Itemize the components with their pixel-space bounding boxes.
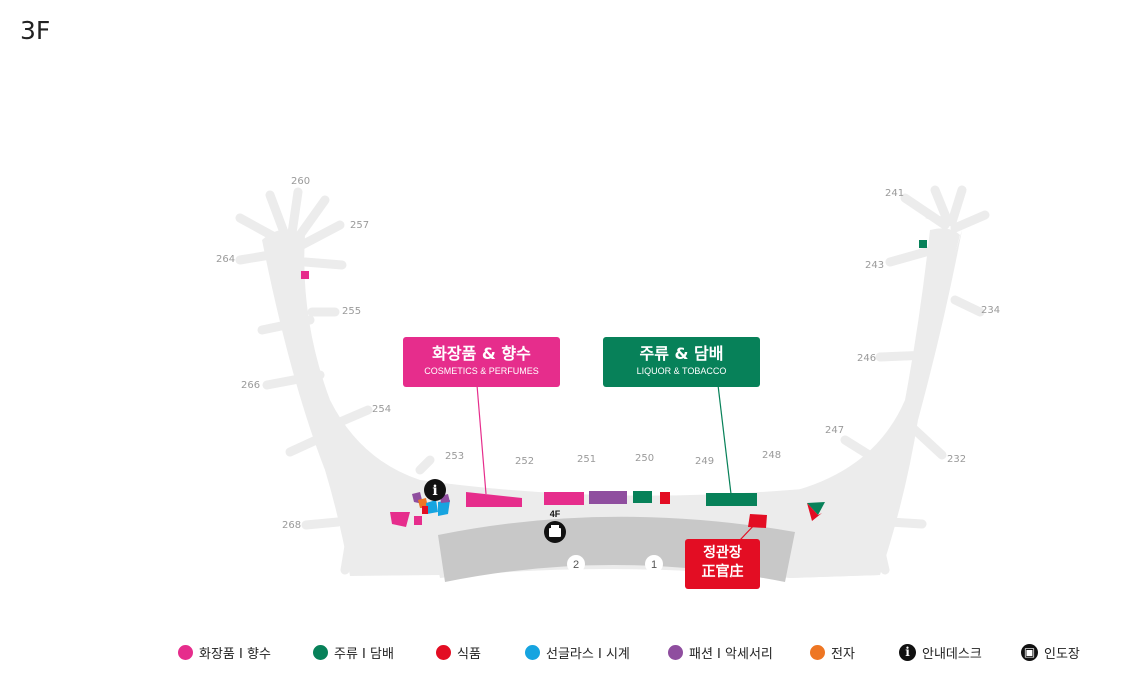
gate-marker-label: 1 — [651, 559, 657, 571]
legend-label: 패션 I 악세서리 — [689, 646, 773, 662]
gate-label: 257 — [350, 220, 369, 231]
shop-fashion-251[interactable] — [589, 491, 627, 504]
shop-cosmetics-268b[interactable] — [414, 516, 422, 525]
gate-label: 268 — [282, 520, 301, 531]
liquor-dot-icon — [313, 644, 328, 660]
callout-cosmetics-title: 화장품 & 향수 — [432, 344, 531, 363]
pickup-icon: ▣ — [1021, 643, 1038, 661]
shop-cosmetics-pier-left[interactable] — [301, 271, 309, 279]
liquor-leader-line — [717, 384, 732, 495]
shop-blocks — [301, 240, 927, 528]
gate-label: 253 — [445, 451, 464, 462]
shop-electronics-cluster[interactable] — [418, 498, 428, 508]
gate-label: 249 — [695, 456, 714, 467]
sunglasses-dot-icon — [525, 644, 540, 660]
gate-label: 254 — [372, 404, 391, 415]
legend-label: 주류 I 담배 — [334, 646, 394, 662]
gate-label: 247 — [825, 425, 844, 436]
gate-label: 248 — [762, 450, 781, 461]
shop-sunglasses-cluster-b[interactable] — [438, 500, 450, 516]
shop-food-cluster[interactable] — [422, 506, 428, 514]
terminal-map: 260 257 264 255 266 254 268 253 252 251 … — [216, 176, 1000, 582]
legend-item-pickup: ▣ 인도장 — [1021, 642, 1080, 662]
gate-label: 260 — [291, 176, 310, 187]
cosmetics-leader-line — [476, 384, 487, 495]
shop-liquor-248[interactable] — [807, 502, 825, 515]
info-icon[interactable]: i — [424, 479, 446, 501]
legend-label: 식품 — [457, 646, 481, 662]
floor-label: 3F — [20, 16, 51, 45]
legend-item-food: 식품 — [436, 642, 481, 662]
electronics-dot-icon — [810, 644, 825, 660]
legend-label: 인도장 — [1044, 646, 1080, 662]
callout-cosmetics-subtitle: COSMETICS & PERFUMES — [424, 366, 539, 376]
cosmetics-dot-icon — [178, 644, 193, 660]
legend-label: 선글라스 I 시계 — [546, 646, 630, 662]
legend-item-electronics: 전자 — [810, 642, 855, 662]
gate-label: 251 — [577, 454, 596, 465]
callout-liquor-subtitle: LIQUOR & TOBACCO — [636, 366, 727, 376]
gate-labels: 260 257 264 255 266 254 268 253 252 251 … — [216, 176, 1000, 531]
shop-sunglasses-cluster[interactable] — [426, 500, 438, 514]
gate-label: 252 — [515, 456, 534, 467]
callout-ginseng-hanja: 正官庄 — [701, 564, 744, 580]
shop-food-248[interactable] — [807, 503, 822, 521]
legend: 화장품 I 향수 주류 I 담배 식품 선글라스 I 시계 패션 I 악세서리 … — [178, 642, 1108, 664]
gate-label: 232 — [947, 454, 966, 465]
gate-marker-label: 2 — [573, 559, 579, 571]
gate-label: 241 — [885, 188, 904, 199]
gate-label: 234 — [981, 305, 1000, 316]
shop-liquor-249[interactable] — [706, 493, 757, 506]
gate-marker-2: 2 — [567, 555, 585, 573]
gate-label: 243 — [865, 260, 884, 271]
pickup-icon[interactable]: 4F — [544, 509, 566, 543]
info-glyph: i — [432, 483, 437, 499]
legend-item-sunglasses: 선글라스 I 시계 — [525, 642, 630, 662]
shop-food-250[interactable] — [660, 492, 670, 504]
gate-marker-1: 1 — [645, 555, 663, 573]
callout-cosmetics[interactable]: 화장품 & 향수 COSMETICS & PERFUMES — [403, 337, 560, 387]
food-dot-icon — [436, 644, 451, 660]
callout-ginseng[interactable]: 정관장 正官庄 — [685, 539, 760, 589]
legend-label: 화장품 I 향수 — [199, 646, 271, 662]
shop-food-ginseng[interactable] — [748, 514, 767, 528]
gate-label: 250 — [635, 453, 654, 464]
info-icon: i — [899, 643, 916, 661]
gate-label: 246 — [857, 353, 876, 364]
callout-ginseng-title: 정관장 — [703, 545, 742, 561]
gate-label: 255 — [342, 306, 361, 317]
ginseng-leader-line — [739, 521, 758, 541]
callout-liquor-title: 주류 & 담배 — [639, 344, 724, 363]
callout-liquor[interactable]: 주류 & 담배 LIQUOR & TOBACCO — [603, 337, 760, 387]
legend-item-liquor: 주류 I 담배 — [313, 642, 394, 662]
fashion-dot-icon — [668, 644, 683, 660]
shop-liquor-250[interactable] — [633, 491, 652, 503]
legend-item-info: i 안내데스크 — [899, 642, 982, 662]
shop-cosmetics-252[interactable] — [544, 492, 584, 505]
shop-liquor-pier-right[interactable] — [919, 240, 927, 248]
gate-label: 266 — [241, 380, 260, 391]
pickup-level-label: 4F — [550, 509, 561, 519]
legend-item-fashion: 패션 I 악세서리 — [668, 642, 773, 662]
gate-label: 264 — [216, 254, 235, 265]
legend-item-cosmetics: 화장품 I 향수 — [178, 642, 271, 662]
shop-cosmetics-268[interactable] — [390, 512, 410, 527]
legend-label: 전자 — [831, 646, 855, 662]
legend-label: 안내데스크 — [922, 646, 982, 662]
shop-cosmetics-253[interactable] — [466, 492, 522, 507]
